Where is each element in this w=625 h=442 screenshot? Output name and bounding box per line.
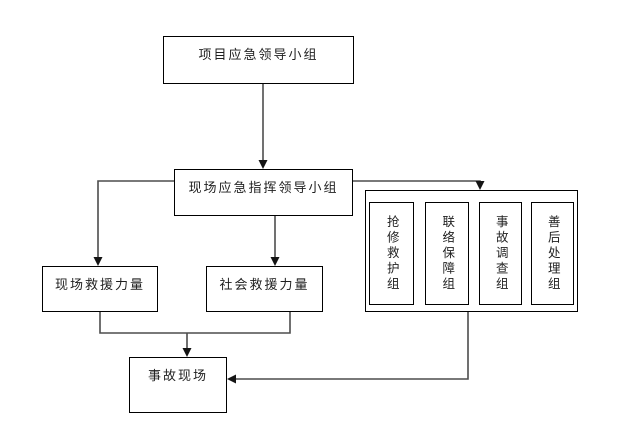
edge-project-to-command xyxy=(258,84,268,169)
node-social-rescue-force: 社会救援力量 xyxy=(206,266,323,312)
edge-command-to-social-rescue xyxy=(270,216,280,266)
node-label: 事故调查组 xyxy=(493,214,508,293)
node-accident-scene: 事故现场 xyxy=(129,357,227,413)
node-aftermath-handling-team: 善后处理组 xyxy=(531,202,574,305)
node-liaison-support-team: 联络保障组 xyxy=(425,202,469,305)
node-label: 现场应急指挥领导小组 xyxy=(188,180,339,195)
node-label: 项目应急领导小组 xyxy=(198,47,319,62)
edge-merge-to-accident-scene xyxy=(182,333,192,357)
node-accident-investigation-team: 事故调查组 xyxy=(479,202,522,305)
node-project-emergency-leadership-group: 项目应急领导小组 xyxy=(163,36,354,84)
node-repair-rescue-team: 抢修救护组 xyxy=(369,202,414,305)
edge-task-groups-to-accident-scene xyxy=(227,312,469,384)
node-label: 现场救援力量 xyxy=(54,277,145,292)
task-group-panel xyxy=(365,190,578,312)
node-label: 抢修救护组 xyxy=(384,214,399,293)
edge-command-to-onsite-rescue xyxy=(93,180,174,266)
node-onsite-rescue-force: 现场救援力量 xyxy=(42,266,158,312)
edge-command-to-task-groups xyxy=(353,180,485,190)
node-label: 社会救援力量 xyxy=(219,277,310,292)
node-label: 事故现场 xyxy=(147,368,208,383)
node-label: 善后处理组 xyxy=(545,214,560,293)
node-site-emergency-command-group: 现场应急指挥领导小组 xyxy=(174,169,353,216)
node-label: 联络保障组 xyxy=(440,214,455,293)
edge-rescue-merge-bar xyxy=(99,312,291,334)
